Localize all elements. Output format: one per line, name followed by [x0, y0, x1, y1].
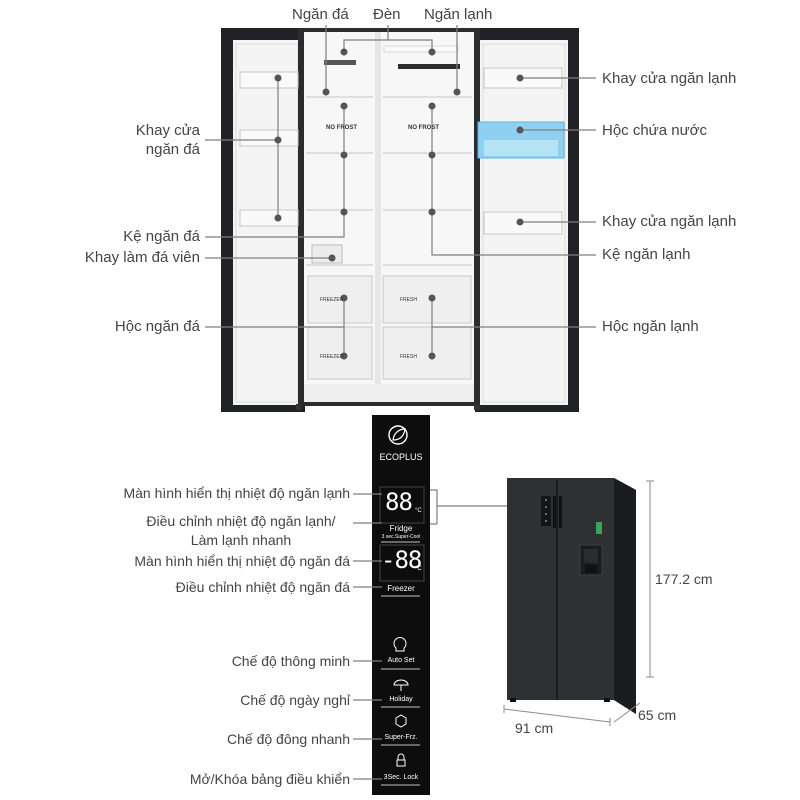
brand-ecoplus: ECOPLUS [379, 452, 423, 462]
label-holiday-mode: Chế độ ngày nghỉ [240, 692, 350, 708]
auto-set-icon [393, 637, 407, 652]
freezer-drawer-label-1: FREEZER [320, 297, 344, 303]
mini-control-panel [541, 496, 551, 526]
freezer-door-tray-3 [239, 209, 299, 227]
fridge-vent-display [398, 64, 460, 69]
holiday-icon [393, 679, 409, 691]
leaf-icon [388, 425, 408, 445]
label-fridge-door-tray-1: Khay cửa ngăn lạnh [602, 70, 737, 87]
ice-tray [311, 244, 343, 264]
snowflake-icon [395, 714, 407, 728]
label-panel-lock: Mở/Khóa bảng điều khiển [189, 771, 350, 787]
label-freezer-temp-display: Màn hình hiển thị nhiệt độ ngăn đá [134, 553, 350, 569]
holiday-button[interactable]: Holiday [389, 696, 413, 703]
no-frost-label-right: NO FROST [408, 125, 439, 131]
freezer-temp-readout: -88 [381, 546, 422, 574]
closed-fridge [507, 478, 636, 714]
leader-lines-panel [353, 489, 542, 780]
label-ice-tray: Khay làm đá viên [84, 249, 200, 266]
label-water-tank: Hộc chứa nước [602, 122, 707, 139]
label-fridge-door-tray-2: Khay cửa ngăn lạnh [602, 213, 737, 230]
leader-markers [274, 48, 524, 360]
fridge-temp-readout: 88 [385, 488, 413, 516]
label-fridge-temp-display: Màn hình hiển thị nhiệt độ ngăn lạnh [123, 485, 350, 501]
label-freezer-drawer: Hộc ngăn đá [114, 318, 200, 335]
control-panel [372, 415, 430, 795]
fridge-drawer-2 [382, 326, 472, 380]
lock-icon [396, 753, 406, 767]
freezer-compartment [304, 32, 375, 384]
label-fridge-temp-adjust: Điều chỉnh nhiệt độ ngăn lạnh/ Làm lạnh … [146, 513, 336, 548]
dimension-width: 91 cm [515, 720, 554, 736]
label-light: Đèn [373, 6, 401, 23]
dimension-height: 177.2 cm [655, 571, 713, 587]
energy-label [596, 522, 602, 534]
lock-button[interactable]: 3Sec. Lock [383, 774, 419, 781]
freezer-unit: °C [415, 566, 422, 572]
auto-set-button[interactable]: Auto Set [387, 657, 415, 664]
freezer-door-tray-1 [239, 71, 299, 89]
freezer-drawer-2 [307, 326, 373, 380]
fridge-button[interactable]: Fridge [389, 524, 413, 533]
freezer-vent [324, 60, 356, 65]
freezer-door-tray-2 [239, 129, 299, 147]
fresh-drawer-label-1: FRESH [400, 297, 417, 303]
fresh-drawer-label-2: FRESH [400, 354, 417, 360]
label-fridge-compartment: Ngăn lạnh [424, 6, 493, 23]
fridge-button-subtext: 3 sec.Super-Cool [381, 534, 421, 540]
label-freezer-temp-adjust: Điều chỉnh nhiệt độ ngăn đá [175, 579, 350, 595]
freezer-button[interactable]: Freezer [387, 584, 415, 593]
label-fridge-drawer: Hộc ngăn lạnh [602, 318, 699, 335]
super-frz-button[interactable]: Super-Frz. [384, 734, 418, 741]
label-freezer-shelf: Kệ ngăn đá [123, 228, 200, 245]
label-quick-freeze: Chế độ đông nhanh [227, 731, 350, 747]
label-smart-mode: Chế độ thông minh [231, 653, 350, 669]
dimension-depth: 65 cm [638, 707, 677, 723]
no-frost-label-left: NO FROST [326, 125, 357, 131]
freezer-display-frame [379, 544, 425, 582]
dimension-lines [503, 480, 654, 726]
label-freezer-compartment: Ngăn đá [292, 6, 349, 23]
label-freezer-door-tray: Khay cửa ngăn đá [135, 122, 200, 158]
freezer-drawer-label-2: FREEZER [320, 354, 344, 360]
label-fridge-shelf: Kệ ngăn lạnh [602, 246, 691, 263]
fridge-unit: °C [415, 508, 422, 514]
fridge-drawer-1 [382, 275, 472, 324]
fridge-display-frame [379, 486, 425, 524]
freezer-drawer-1 [307, 275, 373, 324]
light-bar [383, 45, 459, 53]
